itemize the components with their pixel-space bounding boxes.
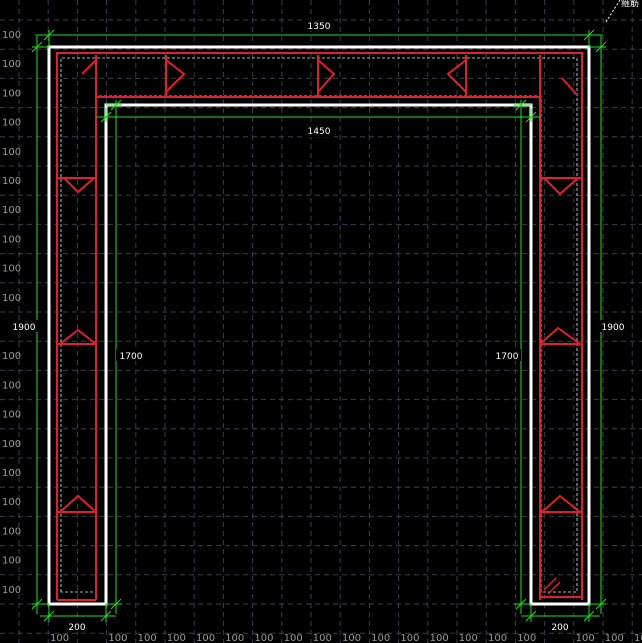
grid-label-row: 100	[2, 468, 21, 479]
hook-mark	[317, 59, 336, 93]
grid-label-row: 100	[2, 380, 21, 391]
grid-label-col: 100	[517, 633, 536, 643]
dim-bottom-right: 200	[551, 623, 568, 633]
grid-label-row: 100	[2, 497, 21, 508]
grid-labels-bottom: 100 100 100 100 100 100 100 100 100 100 100 100 100 1…	[50, 633, 642, 643]
dim-left-inner: 1700	[120, 352, 143, 362]
grid-label-row: 100	[2, 264, 21, 275]
grid-label-col: 100	[225, 633, 244, 643]
dim-right-inner: 1700	[496, 352, 519, 362]
grid-label-col: 100	[313, 633, 332, 643]
grid-label-row: 100	[2, 147, 21, 158]
grid-label-col: 100	[371, 633, 390, 643]
grid-label-row: 100	[2, 526, 21, 537]
grid-label-col: 100	[342, 633, 361, 643]
grid-label-row: 100	[2, 293, 21, 304]
hook-mark	[446, 59, 467, 93]
cover-boundary-dashed	[60, 57, 578, 593]
grid-label-col: 100	[284, 633, 303, 643]
grid-labels-left: 100 100 100 100 100 100 100 100 100 100 100 100 100 1…	[2, 30, 21, 596]
hook-mark	[543, 177, 579, 196]
dim-top-inner: 1450	[308, 127, 331, 137]
grid-label-row: 100	[2, 556, 21, 567]
dim-bottom-left: 200	[68, 623, 85, 633]
grid-label-row: 100	[2, 585, 21, 596]
rebar-group[interactable]	[56, 52, 583, 601]
hook-mark	[59, 494, 97, 513]
dimension-group	[31, 29, 607, 622]
grid-label-row: 100	[2, 118, 21, 129]
grid-label-row: 100	[2, 410, 21, 421]
grid-label-col: 100	[576, 633, 595, 643]
dim-right-outer: 1900	[602, 323, 625, 333]
dim-left-outer: 1900	[13, 323, 36, 333]
grid-label-row: 100	[2, 88, 21, 99]
grid-label-col: 100	[459, 633, 478, 643]
grid-label-col: 100	[108, 633, 127, 643]
grid-label-col: 100	[430, 633, 449, 643]
grid-label-col: 100	[50, 633, 69, 643]
grid-label-row: 100	[2, 59, 21, 70]
hook-mark	[541, 494, 581, 513]
hook-mark	[63, 177, 95, 194]
corner-note: 箍筋	[621, 0, 639, 9]
grid-label-row: 100	[2, 176, 21, 187]
hook-mark	[81, 59, 97, 75]
rebar-outer[interactable]	[56, 52, 583, 600]
grid-label-col: 100	[196, 633, 215, 643]
hook-mark	[543, 577, 561, 595]
grid-label-row: 100	[2, 439, 21, 450]
hook-mark	[561, 77, 579, 97]
rebar-inner[interactable]	[95, 96, 541, 600]
hook-mark	[165, 59, 186, 93]
grid-label-row: 100	[2, 30, 21, 41]
grid-label-col: 100	[254, 633, 273, 643]
grid-label-col: 100	[400, 633, 419, 643]
grid-label-col: 100	[488, 633, 507, 643]
grid-label-col: 100	[634, 633, 642, 643]
grid-label-col: 100	[167, 633, 186, 643]
grid-label-col: 100	[605, 633, 624, 643]
hook-mark	[59, 328, 97, 345]
grid-label-row: 100	[2, 205, 21, 216]
dim-top-outer: 1350	[308, 22, 331, 32]
grid-label-row: 100	[2, 234, 21, 245]
hook-mark	[539, 326, 581, 345]
grid-label-row: 100	[2, 351, 21, 362]
corner-leader-line	[605, 0, 621, 23]
grid-label-col: 100	[138, 633, 157, 643]
